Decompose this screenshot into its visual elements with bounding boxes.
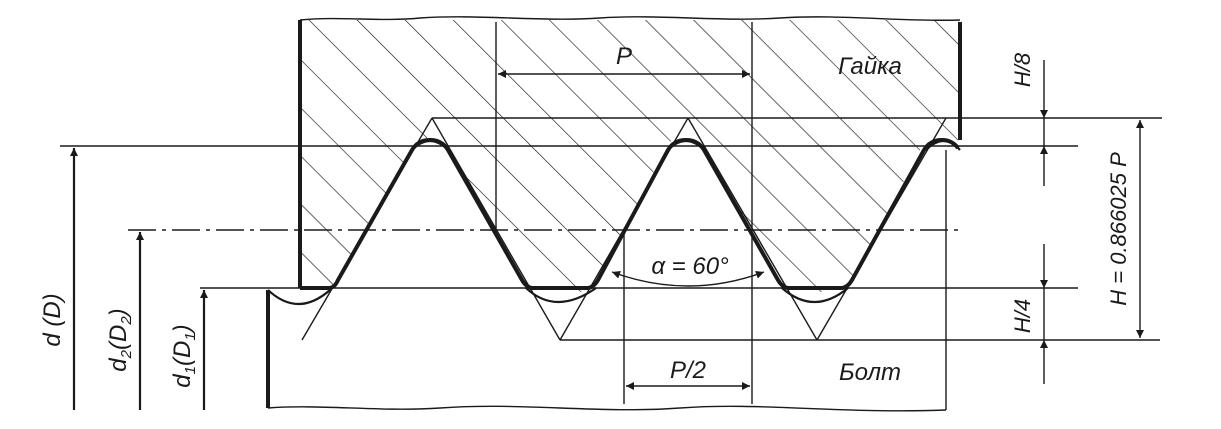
height-label: H = 0.866025 P xyxy=(1106,152,1131,306)
root-roundings xyxy=(267,139,961,305)
angle-arc xyxy=(611,271,765,287)
nut-label: Гайка xyxy=(838,53,902,80)
pitch-label: P xyxy=(616,43,632,70)
minor-diameter-label: d1(D1) xyxy=(169,324,199,387)
major-diameter-label: d (D) xyxy=(39,293,66,346)
nut-break-line xyxy=(299,16,961,22)
h8-label: H/8 xyxy=(1010,52,1035,87)
pitch-diameter-label: d2(D2) xyxy=(105,308,135,371)
half-pitch-label: P/2 xyxy=(670,357,706,384)
angle-label: α = 60° xyxy=(651,253,729,280)
bolt-label: Болт xyxy=(839,359,901,386)
reference-lines xyxy=(60,117,1162,289)
pitch-extension-lines xyxy=(495,22,753,404)
nut-section-hatching xyxy=(300,20,960,292)
bolt-break-line xyxy=(267,405,947,412)
h4-label: H/4 xyxy=(1010,299,1035,333)
